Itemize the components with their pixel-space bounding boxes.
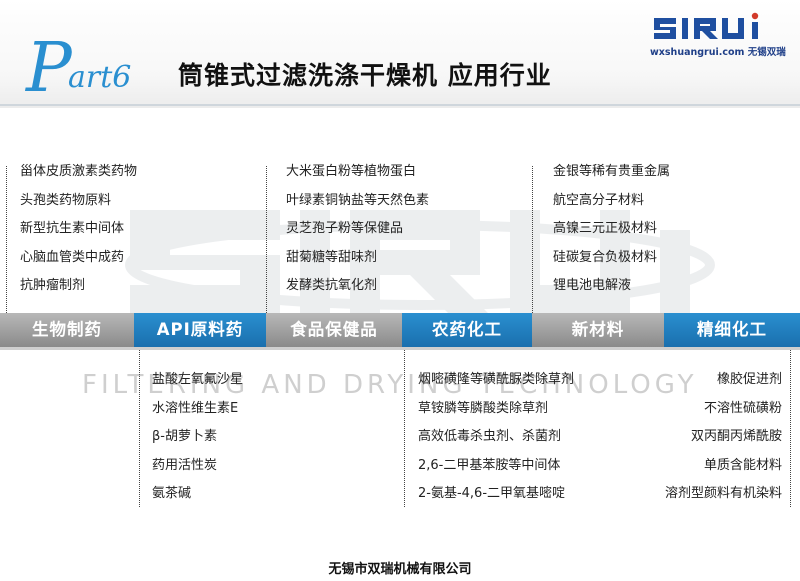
logo-mark — [654, 12, 759, 39]
list-item: 药用活性炭 — [152, 457, 218, 473]
list-item: 头孢类药物原料 — [20, 192, 112, 208]
list-item: 水溶性维生素E — [152, 400, 239, 416]
list-item: 2,6-二甲基苯胺等中间体 — [418, 457, 561, 473]
page-title: 筒锥式过滤洗涤干燥机 应用行业 — [178, 61, 552, 90]
category-band: 生物制药 API原料药 食品保健品 农药化工 新材料 精细化工 — [0, 313, 800, 347]
list-item: 大米蛋白粉等植物蛋白 — [286, 164, 417, 179]
header-divider — [0, 104, 800, 106]
category-biopharma: 生物制药 — [0, 313, 134, 347]
list-fine-chem: 橡胶促进剂 不溶性硫磺粉 双丙酮丙烯酰胺 单质含能材料 溶剂型颜料有机染料 — [665, 366, 782, 509]
list-item: 硅碳复合负极材料 — [553, 249, 658, 265]
list-biopharma: 甾体皮质激素类药物 头孢类药物原料 新型抗生素中间体 心脑血管类中成药 抗肿瘤制… — [20, 158, 137, 301]
list-item: 锂电池电解液 — [553, 278, 632, 293]
company-logo — [648, 8, 780, 56]
connector-line — [532, 166, 533, 313]
list-item: 心脑血管类中成药 — [20, 249, 125, 265]
connector-line — [404, 347, 405, 507]
list-item: 氨茶碱 — [152, 486, 192, 501]
list-item: 2-氨基-4,6-二甲氧基嘧啶 — [418, 486, 566, 501]
list-item: 新型抗生素中间体 — [20, 221, 125, 236]
list-pesticide-chem: 烟嘧磺隆等磺酰脲类除草剂 草铵膦等膦酸类除草剂 高效低毒杀虫剂、杀菌剂 2,6-… — [418, 366, 574, 509]
list-food-health: 大米蛋白粉等植物蛋白 叶绿素铜钠盐等天然色素 灵芝孢子粉等保健品 甜菊糖等甜味剂… — [286, 158, 429, 301]
list-item: 单质含能材料 — [703, 457, 782, 473]
list-item: 灵芝孢子粉等保健品 — [286, 221, 404, 236]
list-item: 金银等稀有贵重金属 — [553, 164, 671, 179]
list-item: 抗肿瘤制剂 — [20, 278, 86, 293]
list-item: β-胡萝卜素 — [152, 429, 217, 444]
list-item: 甾体皮质激素类药物 — [20, 164, 138, 179]
band-shadow — [0, 347, 800, 350]
watermark-logo-icon — [125, 210, 715, 315]
list-api: 盐酸左氧氟沙星 水溶性维生素E β-胡萝卜素 药用活性炭 氨茶碱 — [152, 366, 243, 509]
part-number: art6 — [68, 60, 132, 95]
category-api: API原料药 — [134, 313, 266, 347]
list-item: 不溶性硫磺粉 — [703, 400, 782, 416]
list-item: 发酵类抗氧化剂 — [286, 278, 378, 293]
company-name: 无锡市双瑞机械有限公司 — [328, 562, 472, 577]
list-item: 橡胶促进剂 — [716, 372, 782, 387]
connector-line — [790, 347, 791, 507]
part-letter: P — [26, 29, 72, 108]
list-item: 溶剂型颜料有机染料 — [664, 486, 782, 501]
list-item: 双丙酮丙烯酰胺 — [690, 429, 782, 444]
list-new-materials: 金银等稀有贵重金属 航空高分子材料 高镍三元正极材料 硅碳复合负极材料 锂电池电… — [553, 158, 670, 301]
connector-line — [139, 347, 140, 507]
logo-url: wxshuangrui.com 无锡双瑞 — [650, 47, 786, 58]
connector-line — [266, 166, 267, 313]
category-food-health: 食品保健品 — [266, 313, 402, 347]
list-item: 航空高分子材料 — [553, 192, 645, 208]
category-fine-chem: 精细化工 — [664, 313, 800, 347]
list-item: 草铵膦等膦酸类除草剂 — [418, 400, 549, 416]
list-item: 高镍三元正极材料 — [553, 221, 658, 236]
list-item: 高效低毒杀虫剂、杀菌剂 — [418, 429, 562, 444]
category-new-materials: 新材料 — [532, 313, 664, 347]
list-item: 烟嘧磺隆等磺酰脲类除草剂 — [418, 372, 575, 387]
list-item: 叶绿素铜钠盐等天然色素 — [286, 192, 430, 208]
list-item: 甜菊糖等甜味剂 — [286, 249, 378, 265]
category-pesticide-chem: 农药化工 — [402, 313, 532, 347]
list-item: 盐酸左氧氟沙星 — [152, 372, 244, 387]
connector-line — [6, 166, 7, 313]
watermark-text: FILTERING AND DRYING TECHNOLOGY — [82, 370, 698, 400]
